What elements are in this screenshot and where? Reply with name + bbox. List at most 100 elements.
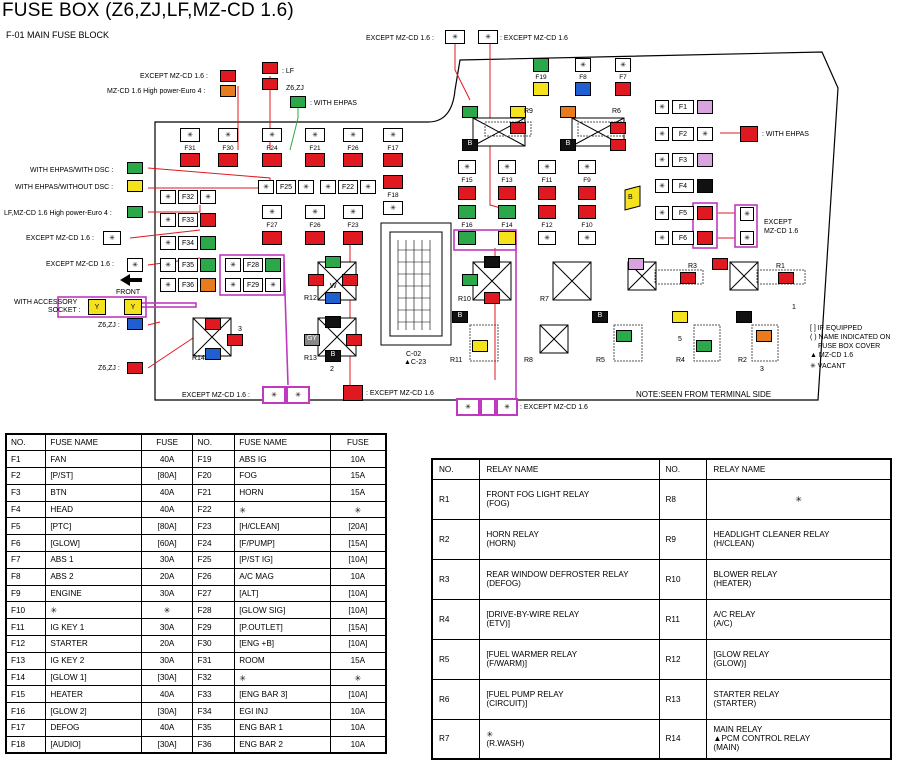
table-cell: ENG BAR 1 [234,719,331,737]
relay-name-line: STARTER RELAY [713,690,780,699]
vacant-marker: ✳ [740,207,754,221]
table-cell: ✳ [329,668,387,687]
vacant-marker: ✳ [103,231,121,245]
table-cell: F28 [192,601,236,620]
fuse-slot [697,206,713,220]
fuse-slot [262,153,282,167]
relay-terminal: B [325,350,341,362]
fuse-table-header: NO. FUSE NAME FUSE NO. FUSE NAME FUSE [5,433,387,452]
relay-terminal [680,272,696,284]
relay-label: R13 [304,355,317,362]
legend-item: FUSE BOX COVER [818,343,881,350]
column-header: RELAY NAME [706,458,892,480]
table-cell: [ALT] [234,584,331,603]
fuse-slot [262,231,282,245]
legend-item: [ ] IF EQUIPPED [810,325,863,332]
vacant-marker: ✳ [498,160,516,174]
fuse-slot [343,385,363,401]
relay-terminal: B [452,311,468,323]
fuse-slot [305,231,325,245]
table-cell: 15A [329,483,387,502]
fuse-label: F34 [178,236,198,250]
vacant-marker: ✳ [478,30,498,44]
table-cell: F18 [5,735,47,754]
vacant-marker: ✳ [265,278,281,292]
page-title: FUSE BOX (Z6,ZJ,LF,MZ-CD 1.6) [2,0,294,21]
callout-label: : EXCEPT MZ-CD 1.6 [500,35,568,42]
relay-terminal [484,292,500,304]
fuse-label: F5 [672,206,694,220]
callout-label: EXCEPT MZ-CD 1.6 : [26,235,94,242]
vacant-marker: ✳ [655,206,669,220]
table-cell: R14 [658,718,708,760]
fuse-slot [180,153,200,167]
fuse-slot [533,58,549,72]
fuse-label: F11 [541,177,553,184]
table-cell: HEAD [45,500,142,519]
vacant-marker: ✳ [575,58,591,72]
relay-name-line: (STARTER) [713,699,757,708]
relay-name-line: FRONT FOG LIGHT RELAY [486,490,590,499]
table-cell: F23 [192,517,236,536]
table-cell: R11 [658,598,708,640]
table-row: F5[PTC][80A]F23[H/CLEAN][20A] [5,517,387,536]
relay-label: R11 [450,357,463,364]
relay-label: R14 [192,355,205,362]
vacant-marker: ✳ [538,160,556,174]
fuse-label: F10 [581,222,593,229]
table-cell: F2 [5,467,47,485]
fuse-label: F4 [672,179,694,193]
column-header: NO. [658,458,708,480]
fuse-slot [458,186,476,200]
fuse-label: F30 [222,145,234,152]
table-cell: ✳(R.WASH) [479,718,660,760]
table-cell: IG KEY 2 [45,651,142,670]
table-cell: F16 [5,702,47,721]
relay-name-line: [DRIVE-BY-WIRE RELAY [486,610,580,619]
fuse-slot [343,153,363,167]
callout-label: WITH ACCESSORY [14,299,78,306]
vacant-marker: ✳ [225,258,241,272]
table-cell: 20A [140,635,194,653]
terminal-letter: B [628,194,633,201]
table-cell: R9 [658,518,708,560]
table-cell: 30A [140,618,194,637]
vacant-marker: ✳ [298,180,314,194]
vacant-marker: ✳ [305,128,325,142]
table-cell: F9 [5,584,47,603]
fuse-slot [740,126,758,142]
relay-name-line: (GLOW)] [713,659,747,668]
table-cell: F8 [5,567,47,586]
fuse-label: F27 [266,222,278,229]
table-cell: [80A] [140,517,194,536]
relay-terminal [346,334,362,346]
relay-name-line: REAR WINDOW DEFROSTER RELAY [486,570,629,579]
table-cell: [30A] [140,735,194,754]
relay-terminal [610,139,626,151]
column-header: FUSE NAME [234,433,331,452]
vacant-marker: ✳ [160,258,176,272]
fuse-label: F7 [619,74,627,81]
fuse-slot: Y [88,299,106,315]
terminal-number: 3 [760,366,764,373]
fuse-slot [305,153,325,167]
table-cell: F33 [192,685,236,704]
vacant-marker: ✳ [127,258,143,272]
table-cell: ROOM [234,651,331,670]
callout-label: FRONT [116,289,141,296]
relay-name-line: (ETV)] [486,619,510,628]
callout-label: : EXCEPT MZ-CD 1.6 [366,390,434,397]
fuse-slot [218,153,238,167]
table-cell: [10A] [329,584,387,603]
relay-name-line: (MAIN) [713,743,740,753]
fuse-slot [538,205,556,219]
table-cell: F35 [192,719,236,737]
relay-terminal [205,348,221,360]
table-cell: F13 [5,651,47,670]
table-cell: STARTER RELAY(STARTER) [706,678,892,720]
